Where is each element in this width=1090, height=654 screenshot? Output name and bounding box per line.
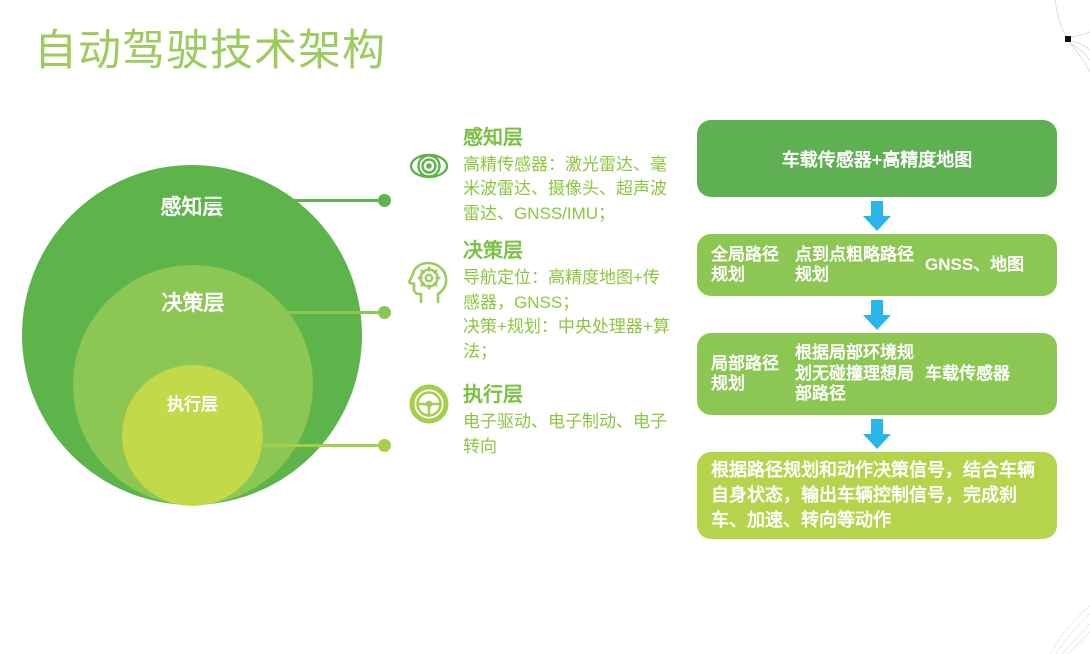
detail-block-execution: 执行层 电子驱动、电子制动、电子转向 — [405, 382, 675, 459]
leader-line-decision — [235, 311, 385, 314]
brain-gear-icon — [405, 260, 453, 304]
flow-chart-column: 车载传感器+高精度地图 全局路径规划 点到点粗略路径规划 GNSS、地图 局部路… — [697, 120, 1057, 539]
circle-perception-label: 感知层 — [160, 196, 224, 219]
leader-line-perception — [200, 199, 385, 202]
flow-arrow-3 — [697, 415, 1057, 452]
flow-box-global-path-planning: 全局路径规划 点到点粗略路径规划 GNSS、地图 — [697, 234, 1057, 296]
flow-box-2-col-c: GNSS、地图 — [925, 254, 1025, 274]
page-title: 自动驾驶技术架构 — [34, 27, 386, 75]
flow-box-sensors-hdmap: 车载传感器+高精度地图 — [697, 120, 1057, 197]
flow-box-2-col-b: 点到点粗略路径规划 — [795, 244, 914, 284]
leader-dot-decision — [378, 306, 391, 319]
leader-line-execution — [260, 444, 385, 447]
decoration-dot — [1065, 36, 1071, 42]
detail-body-perception: 高精传感器：激光雷达、毫米波雷达、摄像头、超声波雷达、GNSS/IMU； — [463, 155, 667, 223]
flow-box-2-col-a: 全局路径规划 — [711, 244, 779, 284]
circle-decision-label: 决策层 — [161, 292, 225, 315]
detail-body-decision: 导航定位：高精度地图+传感器，GNSS； 决策+规划：中央处理器+算法； — [463, 268, 670, 361]
detail-heading-execution: 执行层 — [463, 384, 523, 407]
bottom-right-decoration — [1049, 605, 1090, 654]
flow-box-local-path-planning: 局部路径规划 根据局部环境规划无碰撞理想局部路径 车载传感器 — [697, 333, 1057, 415]
leader-dot-perception — [378, 194, 391, 207]
layer-details-column: 感知层 高精传感器：激光雷达、毫米波雷达、摄像头、超声波雷达、GNSS/IMU； — [405, 125, 675, 469]
flow-box-4-text: 根据路径规划和动作决策信号，结合车辆自身状态，输出车辆控制信号，完成刹车、加速、… — [711, 460, 1035, 530]
detail-block-decision: 决策层 导航定位：高精度地图+传感器，GNSS； 决策+规划：中央处理器+算法； — [405, 238, 675, 364]
flow-box-1-text: 车载传感器+高精度地图 — [781, 149, 973, 170]
flow-box-3-col-a: 局部路径规划 — [711, 353, 779, 393]
circle-execution-layer: 执行层 — [122, 365, 263, 506]
flow-box-vehicle-control: 根据路径规划和动作决策信号，结合车辆自身状态，输出车辆控制信号，完成刹车、加速、… — [697, 452, 1057, 539]
flow-box-3-col-c: 车载传感器 — [925, 363, 1010, 383]
circle-execution-label: 执行层 — [167, 395, 218, 414]
flow-arrow-2 — [697, 296, 1057, 333]
detail-block-perception: 感知层 高精传感器：激光雷达、毫米波雷达、摄像头、超声波雷达、GNSS/IMU； — [405, 125, 675, 226]
flow-arrow-1 — [697, 197, 1057, 234]
layer-circles-diagram: 感知层 决策层 执行层 — [22, 165, 362, 515]
flow-box-3-col-b: 根据局部环境规划无碰撞理想局部路径 — [795, 343, 914, 404]
steering-wheel-icon — [405, 384, 453, 424]
eye-icon — [405, 151, 453, 181]
detail-heading-perception: 感知层 — [463, 127, 523, 149]
top-right-decoration — [1054, 0, 1090, 73]
detail-body-execution: 电子驱动、电子制动、电子转向 — [463, 412, 667, 456]
detail-heading-decision: 决策层 — [463, 240, 523, 263]
leader-dot-execution — [378, 439, 391, 452]
